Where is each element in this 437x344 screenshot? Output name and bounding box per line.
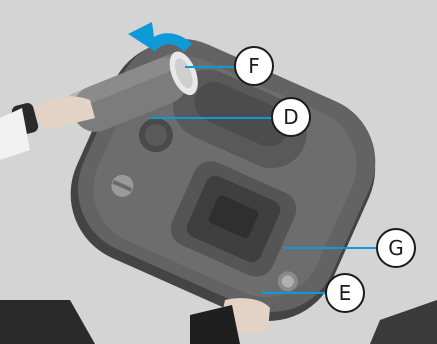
callout-e: E [325,273,365,313]
callout-g-label: G [388,236,404,260]
callout-d: D [271,97,311,137]
leader-line-e [262,292,327,294]
leader-line-d [150,117,272,119]
callout-d-label: D [283,105,298,129]
callout-g: G [376,228,416,268]
callout-f-label: F [248,54,260,78]
callout-e-label: E [339,281,352,305]
leader-line-g [283,247,376,249]
leader-line-f [185,66,235,68]
callout-f: F [234,46,274,86]
